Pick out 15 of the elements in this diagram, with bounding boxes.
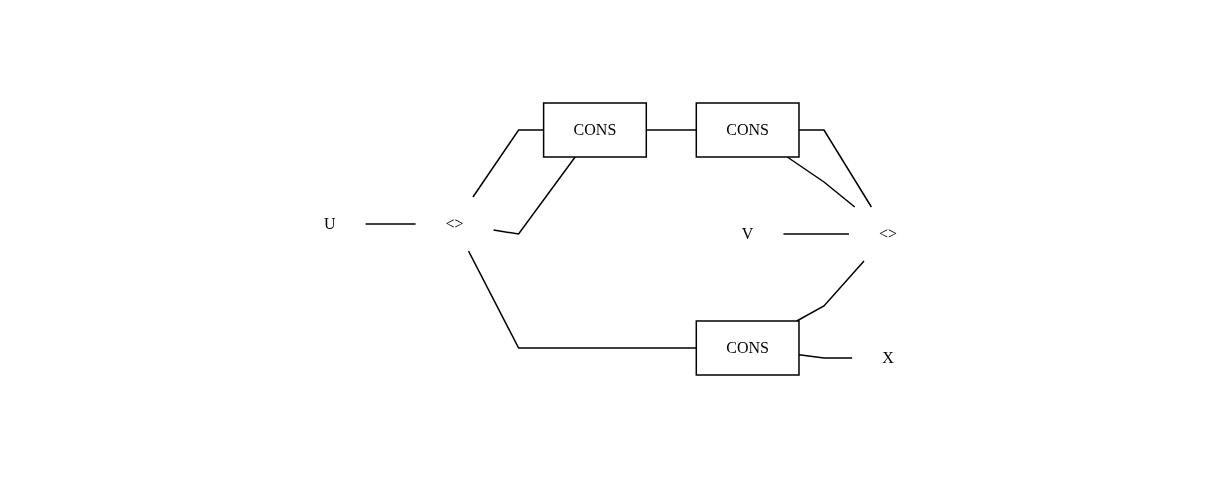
- connector: [492, 156, 576, 235]
- node-text: <>: [445, 215, 464, 232]
- node-box: CONS: [695, 320, 800, 376]
- node-text: <>: [878, 225, 898, 242]
- node-text: V: [741, 225, 754, 242]
- connector: [364, 223, 417, 225]
- connector: [786, 156, 856, 208]
- node-text: U: [323, 215, 336, 232]
- connector: [798, 129, 873, 208]
- connector: [798, 354, 853, 359]
- node-box: CONS: [695, 102, 800, 158]
- connector: [782, 233, 850, 235]
- node-text: X: [882, 349, 894, 366]
- node-box: CONS: [542, 102, 648, 158]
- connector: [795, 260, 865, 322]
